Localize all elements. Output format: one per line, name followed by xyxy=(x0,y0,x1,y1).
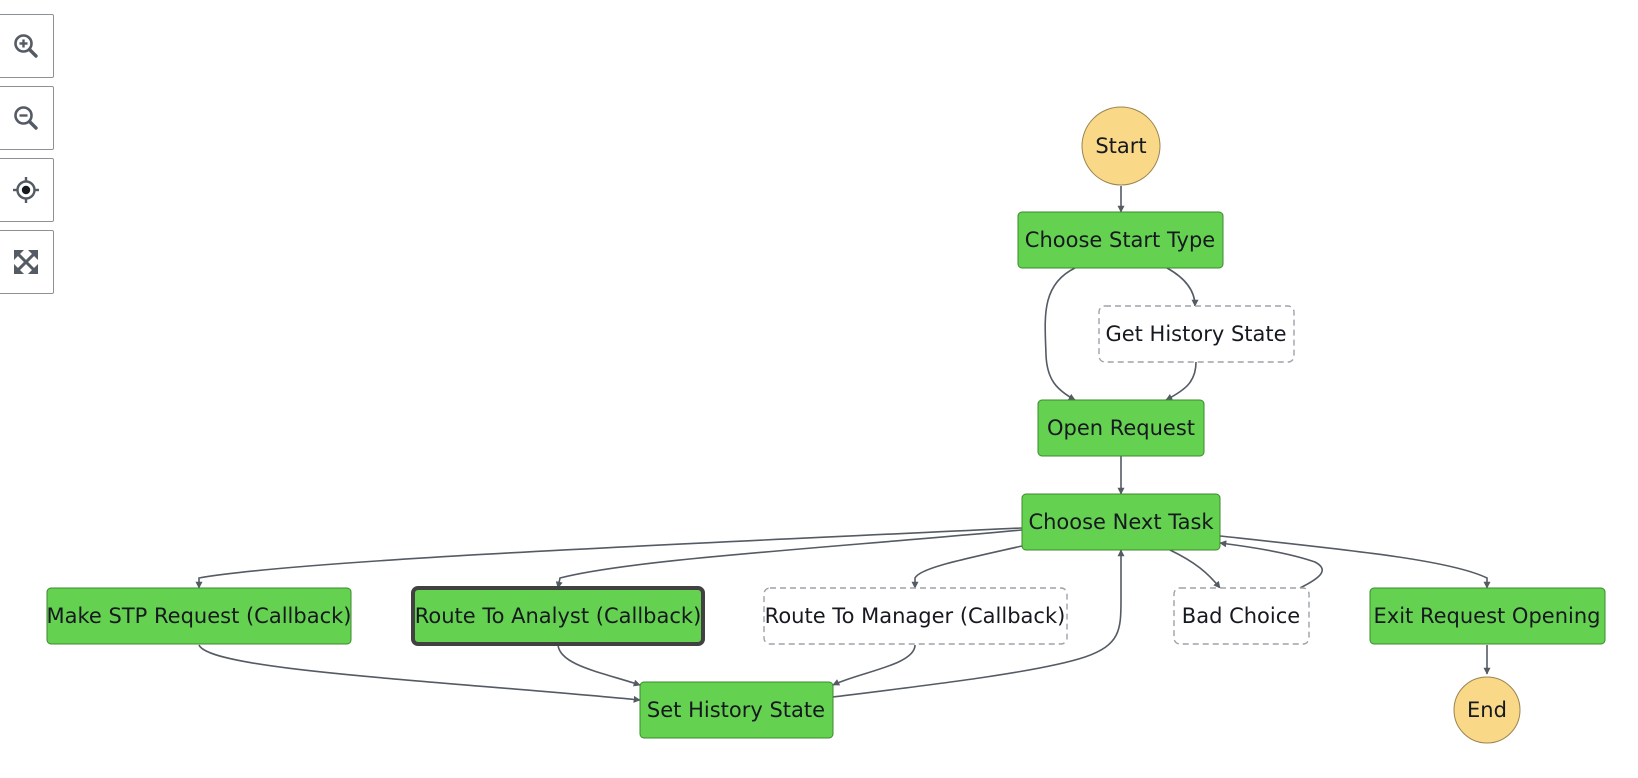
node-start-label: Start xyxy=(1095,134,1146,158)
center-button[interactable] xyxy=(0,158,54,222)
node-set-history-state[interactable]: Set History State xyxy=(639,681,834,739)
graph-toolbar xyxy=(0,0,56,310)
node-open-request[interactable]: Open Request xyxy=(1037,399,1205,457)
edges xyxy=(195,186,1491,703)
edge-choose-start-type-to-open-request xyxy=(1044,267,1076,401)
node-get-history-state[interactable]: Get History State xyxy=(1098,305,1295,363)
node-set-history-state-label: Set History State xyxy=(647,698,825,722)
node-route-to-manager[interactable]: Route To Manager (Callback) xyxy=(763,587,1068,645)
center-icon xyxy=(13,177,39,203)
edge-make-stp-request-to-set-history-state xyxy=(198,644,641,703)
fit-to-screen-icon xyxy=(14,250,38,274)
edge-choose-next-task-to-route-to-manager xyxy=(911,545,1023,589)
zoom-out-icon xyxy=(14,106,38,130)
node-end[interactable]: End xyxy=(1453,676,1521,744)
node-exit-request-opening-label: Exit Request Opening xyxy=(1374,604,1601,628)
edge-choose-next-task-to-make-stp-request xyxy=(195,527,1023,589)
node-choose-next-task-label: Choose Next Task xyxy=(1028,510,1214,534)
node-end-label: End xyxy=(1467,698,1507,722)
node-start[interactable]: Start xyxy=(1081,106,1161,186)
edge-choose-start-type-to-get-history-state xyxy=(1166,267,1199,307)
zoom-out-button[interactable] xyxy=(0,86,54,150)
edge-route-to-manager-to-set-history-state xyxy=(832,644,916,686)
node-choose-next-task[interactable]: Choose Next Task xyxy=(1021,493,1221,551)
edge-choose-next-task-to-route-to-analyst xyxy=(555,529,1023,589)
node-bad-choice[interactable]: Bad Choice xyxy=(1173,587,1310,645)
edge-get-history-state-to-open-request xyxy=(1165,361,1197,401)
zoom-in-icon xyxy=(14,34,38,58)
node-choose-start-type-label: Choose Start Type xyxy=(1025,228,1215,252)
node-exit-request-opening[interactable]: Exit Request Opening xyxy=(1369,587,1606,645)
edge-route-to-analyst-to-set-history-state xyxy=(557,644,641,687)
fit-to-screen-button[interactable] xyxy=(0,230,54,294)
zoom-in-button[interactable] xyxy=(0,14,54,78)
edge-choose-next-task-to-exit-request-opening xyxy=(1219,535,1491,589)
edge-set-history-state-to-choose-next-task xyxy=(832,549,1125,698)
node-route-to-manager-label: Route To Manager (Callback) xyxy=(765,604,1066,628)
edge-bad-choice-to-choose-next-task xyxy=(1219,540,1323,589)
node-route-to-analyst[interactable]: Route To Analyst (Callback) xyxy=(411,586,705,646)
node-get-history-state-label: Get History State xyxy=(1105,322,1286,346)
node-bad-choice-label: Bad Choice xyxy=(1182,604,1300,628)
edge-choose-next-task-to-bad-choice xyxy=(1169,549,1221,589)
node-make-stp-request[interactable]: Make STP Request (Callback) xyxy=(46,587,352,645)
node-route-to-analyst-label: Route To Analyst (Callback) xyxy=(415,604,702,628)
node-choose-start-type[interactable]: Choose Start Type xyxy=(1017,211,1224,269)
node-make-stp-request-label: Make STP Request (Callback) xyxy=(47,604,352,628)
node-open-request-label: Open Request xyxy=(1047,416,1195,440)
